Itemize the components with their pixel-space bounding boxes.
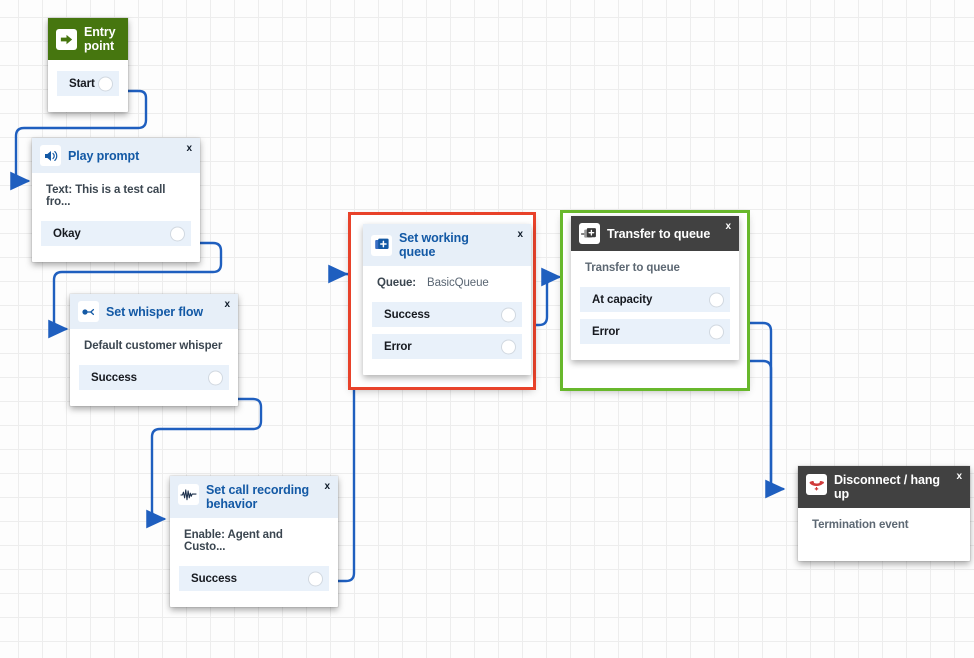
node-set-whisper-flow[interactable]: Set whisper flow x Default customer whis…	[70, 294, 238, 406]
node-ports: Start	[48, 71, 128, 112]
node-title: Entry point	[84, 25, 116, 53]
node-title: Disconnect / hang up	[834, 473, 940, 501]
node-play-prompt[interactable]: Play prompt x Text: This is a test call …	[32, 138, 200, 262]
node-body-text: Queue: BasicQueue	[363, 266, 531, 302]
node-set-call-recording-behavior[interactable]: Set call recording behavior x Enable: Ag…	[170, 476, 338, 607]
arrow-right-into-box-icon	[56, 28, 77, 50]
port-connector-dot[interactable]	[502, 308, 515, 321]
speaker-icon	[40, 145, 61, 166]
port-label: At capacity	[592, 293, 653, 306]
port-error[interactable]: Error	[580, 319, 730, 344]
node-body-text: Termination event	[812, 519, 909, 531]
waveform-icon	[178, 484, 199, 505]
node-ports: Success	[170, 566, 338, 607]
port-label: Error	[384, 340, 412, 353]
node-title: Set working queue	[399, 231, 469, 259]
node-body-text: Enable: Agent and Custo...	[184, 529, 283, 553]
port-label: Success	[91, 371, 137, 384]
port-label: Okay	[53, 227, 81, 240]
close-icon[interactable]: x	[324, 481, 330, 492]
node-title: Transfer to queue	[607, 226, 711, 241]
port-label: Success	[191, 572, 237, 585]
node-body-text: Text: This is a test call fro...	[46, 184, 166, 208]
close-icon[interactable]: x	[956, 471, 962, 482]
port-label: Success	[384, 308, 430, 321]
node-transfer-to-queue[interactable]: Transfer to queue x Transfer to queue At…	[571, 216, 739, 360]
node-header[interactable]: Disconnect / hang up x	[798, 466, 970, 508]
close-icon[interactable]: x	[725, 221, 731, 232]
transfer-queue-icon	[579, 223, 600, 244]
node-ports: Success Error	[363, 302, 531, 375]
port-connector-dot[interactable]	[309, 572, 322, 585]
port-at-capacity[interactable]: At capacity	[580, 287, 730, 312]
port-error[interactable]: Error	[372, 334, 522, 359]
node-entry-point[interactable]: Entry point Start	[48, 18, 128, 112]
port-connector-dot[interactable]	[710, 293, 723, 306]
port-label: Start	[69, 77, 95, 90]
port-connector-dot[interactable]	[171, 227, 184, 240]
node-title: Play prompt	[68, 148, 140, 163]
port-connector-dot[interactable]	[209, 371, 222, 384]
node-body-text: Default customer whisper	[84, 340, 223, 352]
node-body-text: Transfer to queue	[585, 262, 680, 274]
close-icon[interactable]: x	[517, 229, 523, 240]
node-ports: At capacity Error	[571, 287, 739, 360]
port-success[interactable]: Success	[179, 566, 329, 591]
node-header[interactable]: Set call recording behavior x	[170, 476, 338, 518]
node-ports: Okay	[32, 221, 200, 262]
port-connector-dot[interactable]	[502, 340, 515, 353]
port-connector-dot[interactable]	[99, 77, 112, 90]
queue-plus-icon	[371, 234, 392, 256]
node-header[interactable]: Set whisper flow x	[70, 294, 238, 329]
port-label: Error	[592, 325, 620, 338]
node-ports: Success	[70, 365, 238, 406]
node-set-working-queue[interactable]: Set working queue x Queue: BasicQueue Su…	[363, 224, 531, 375]
node-header[interactable]: Entry point	[48, 18, 128, 60]
port-success[interactable]: Success	[372, 302, 522, 327]
node-disconnect-hang-up[interactable]: Disconnect / hang up x Termination event	[798, 466, 970, 561]
node-header[interactable]: Set working queue x	[363, 224, 531, 266]
node-header[interactable]: Transfer to queue x	[571, 216, 739, 251]
whisper-flow-icon	[78, 301, 99, 322]
close-icon[interactable]: x	[224, 299, 230, 310]
port-start[interactable]: Start	[57, 71, 119, 96]
node-title: Set whisper flow	[106, 304, 204, 319]
phone-hangup-icon	[806, 474, 827, 495]
node-header[interactable]: Play prompt x	[32, 138, 200, 173]
close-icon[interactable]: x	[186, 143, 192, 154]
node-title: Set call recording behavior	[206, 483, 310, 511]
queue-field-label: Queue:	[377, 277, 417, 289]
port-okay[interactable]: Okay	[41, 221, 191, 246]
port-success[interactable]: Success	[79, 365, 229, 390]
port-connector-dot[interactable]	[710, 325, 723, 338]
queue-field-value: BasicQueue	[427, 277, 489, 289]
